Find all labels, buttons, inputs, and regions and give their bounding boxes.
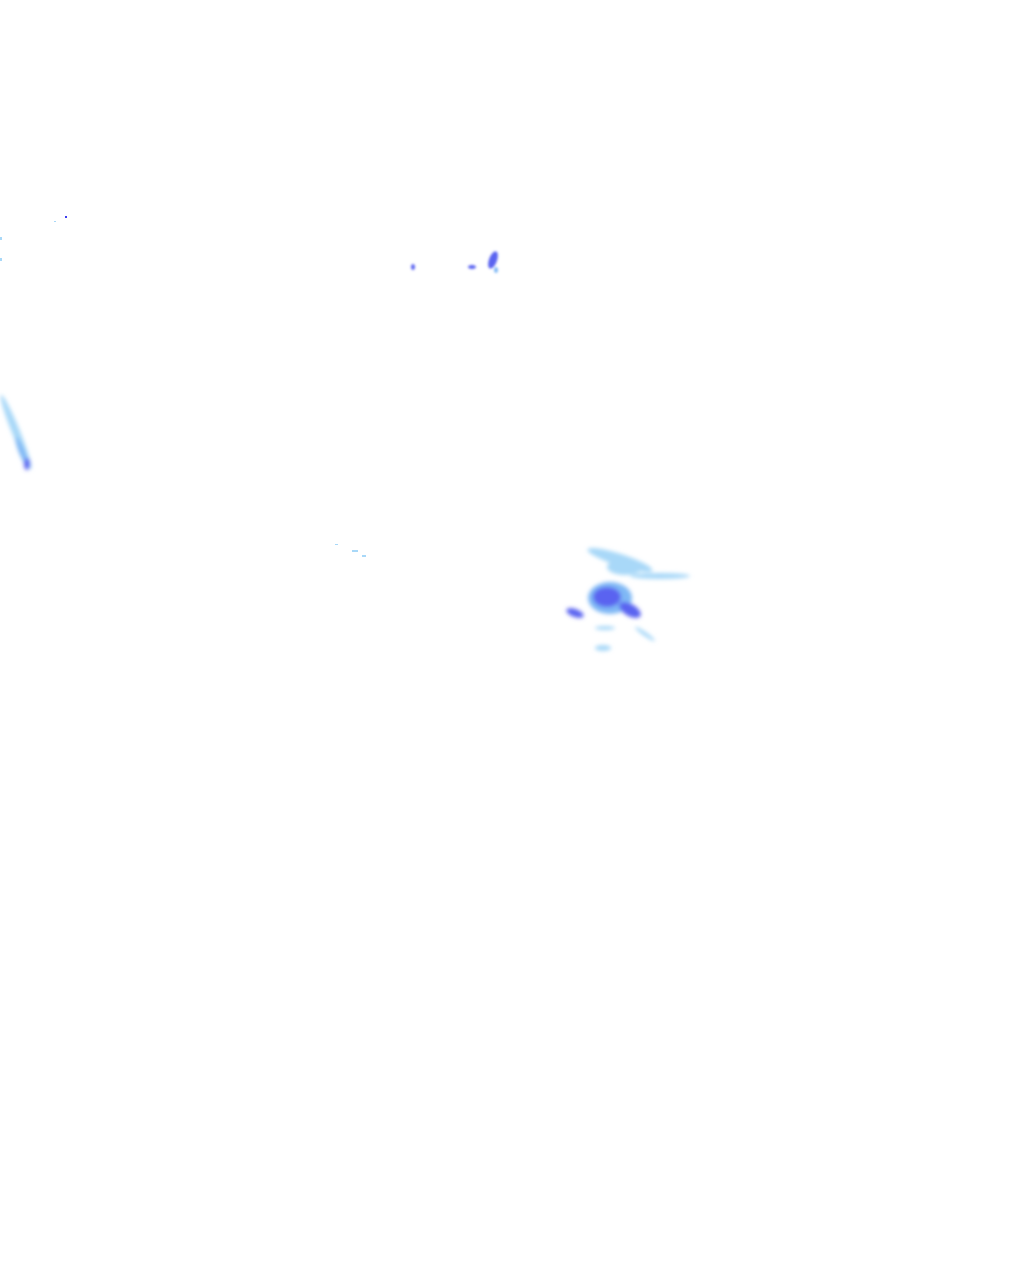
echo-north-cells [411,251,498,273]
echo-west-band [0,394,32,470]
echo-top-left-specks [0,216,67,261]
echo-central-specks [335,544,366,557]
echo-main-storm [566,548,690,651]
